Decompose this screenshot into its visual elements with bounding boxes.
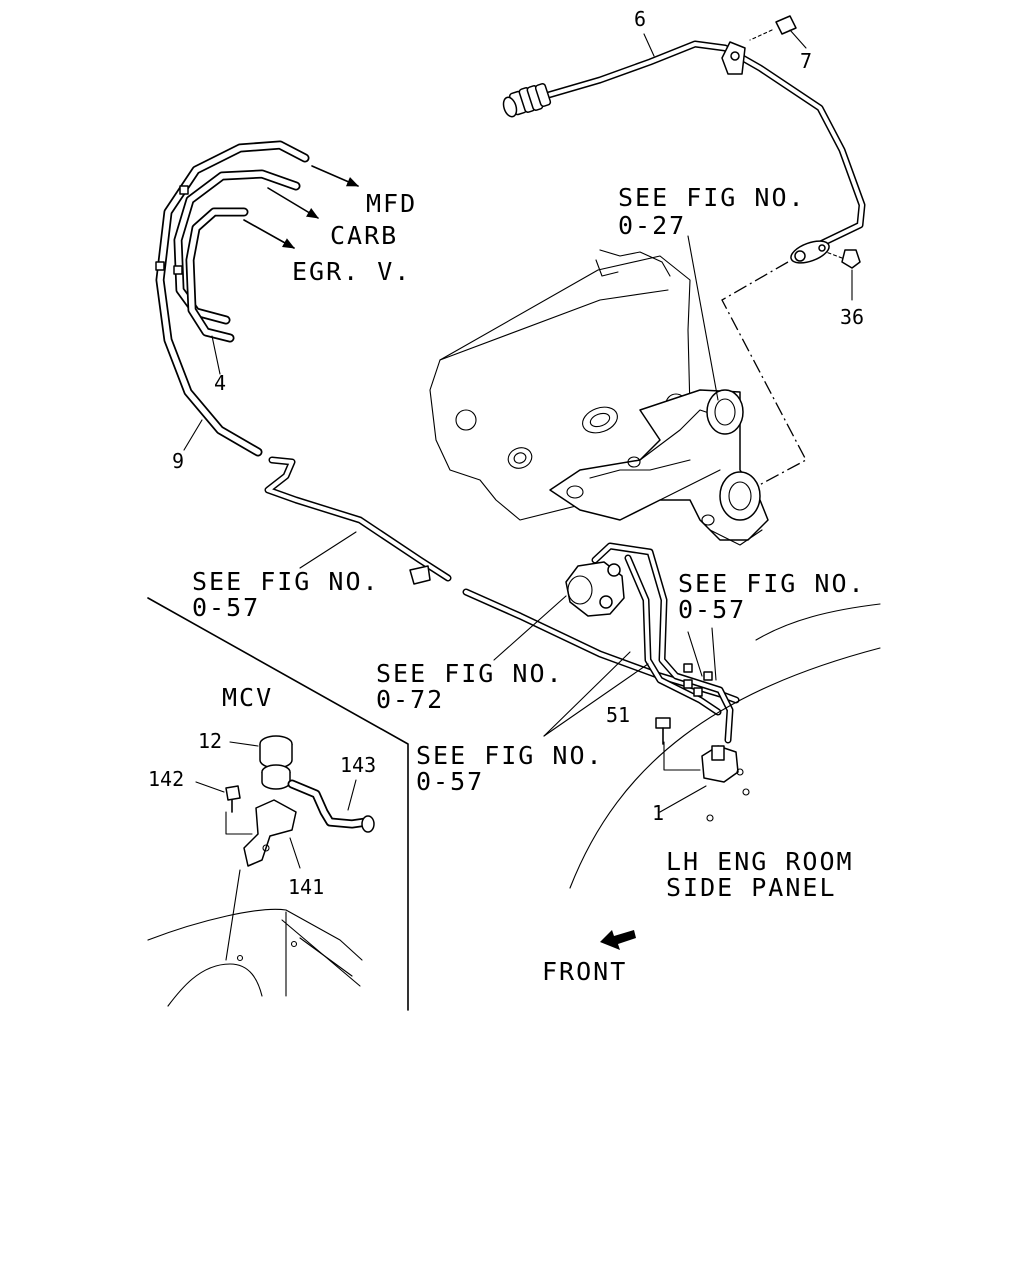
callout-4: 4 <box>214 371 226 395</box>
mcv-bracket-141 <box>243 799 301 869</box>
ref-0-72-line1: SEE FIG NO. <box>376 659 564 688</box>
pipe-boot <box>502 83 552 118</box>
hose-clips <box>155 185 189 275</box>
front-direction-arrow-icon <box>600 930 636 950</box>
callout-51: 51 <box>606 703 630 727</box>
ref-0-57-right-line2: 0-57 <box>678 595 746 624</box>
side-panel-line2: SIDE PANEL <box>666 873 837 902</box>
side-panel-outline <box>569 647 881 889</box>
bolt-part-51 <box>655 717 671 745</box>
callout-6: 6 <box>634 7 646 31</box>
nut-part-36 <box>825 249 861 301</box>
side-panel-line1: LH ENG ROOM <box>666 847 854 876</box>
ref-0-57-left-line1: SEE FIG NO. <box>192 567 380 596</box>
callout-141: 141 <box>288 875 324 899</box>
callout-9: 9 <box>172 449 184 473</box>
hose-egr <box>185 207 249 343</box>
ref-0-72-line2: 0-72 <box>376 685 444 714</box>
mcv-label: MCV <box>222 683 273 712</box>
front-label: FRONT <box>542 957 627 986</box>
pipe-part-6 <box>502 40 866 264</box>
callout-142: 142 <box>148 767 184 791</box>
ref-0-57-center-line1: SEE FIG NO. <box>416 741 604 770</box>
egr-valve-assembly <box>565 542 734 744</box>
mcv-part-12 <box>229 735 293 790</box>
ref-0-27-line2: 0-27 <box>618 211 686 240</box>
hose-mfd <box>155 140 310 457</box>
callout-36: 36 <box>840 305 864 329</box>
ref-0-57-right-line1: SEE FIG NO. <box>678 569 866 598</box>
ref-0-57-center-line2: 0-57 <box>416 767 484 796</box>
callout-1: 1 <box>652 801 664 825</box>
mcv-bolt-142 <box>195 781 253 835</box>
mcv-inset <box>147 597 409 1011</box>
callout-leaders <box>183 33 655 451</box>
ref-0-27-line1: SEE FIG NO. <box>618 183 806 212</box>
pipe-flange <box>790 240 830 264</box>
reference-leaders <box>299 235 719 737</box>
dest-egr-label: EGR. V. <box>292 257 411 286</box>
exhaust-manifold <box>549 389 769 546</box>
dest-mfd-label: MFD <box>366 189 417 218</box>
callout-143: 143 <box>340 753 376 777</box>
dest-carb-label: CARB <box>330 221 398 250</box>
pipe-bracket <box>721 41 746 75</box>
callout-12: 12 <box>198 729 222 753</box>
vsv-part-1 <box>659 741 750 822</box>
mcv-hose-143 <box>287 779 375 833</box>
ref-0-57-left-line2: 0-57 <box>192 593 260 622</box>
callout-7: 7 <box>800 49 812 73</box>
bolt-part-7 <box>749 15 807 49</box>
